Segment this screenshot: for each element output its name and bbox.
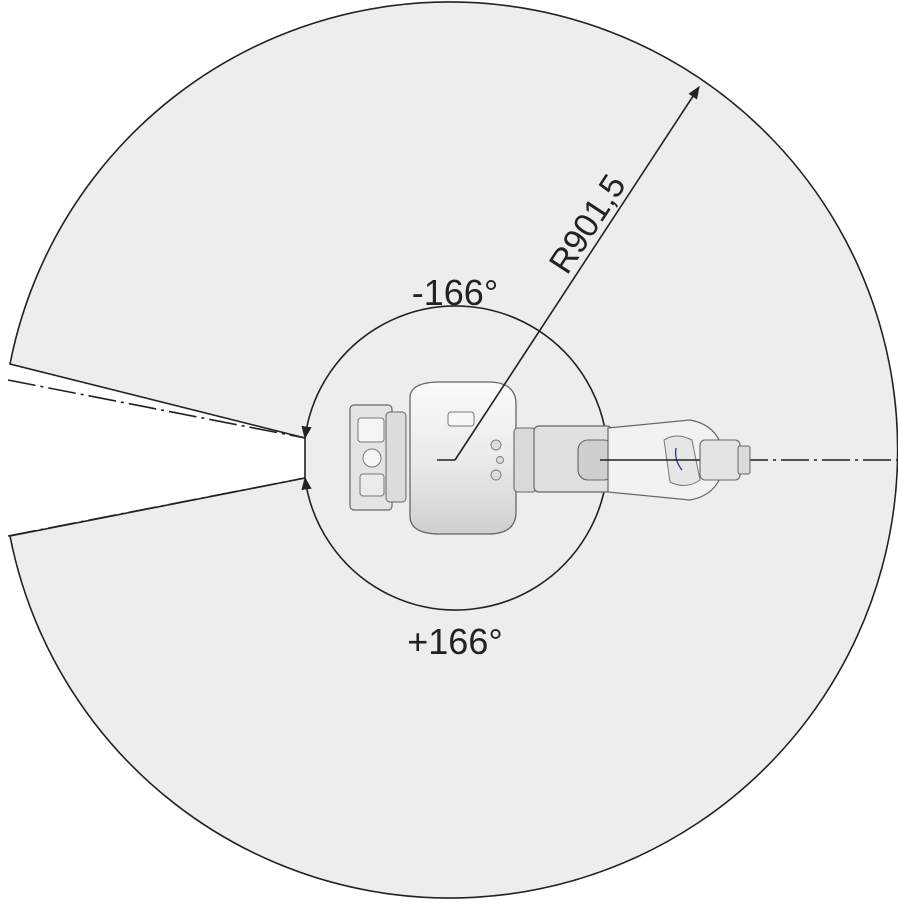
upper-limit-line xyxy=(7,379,306,439)
positive-limit-label: +166° xyxy=(407,621,502,662)
robot-top-view xyxy=(349,381,751,535)
lower-limit-line xyxy=(7,477,306,537)
radius-dimension-arrow xyxy=(454,85,700,461)
negative-limit-label: -166° xyxy=(412,272,498,313)
